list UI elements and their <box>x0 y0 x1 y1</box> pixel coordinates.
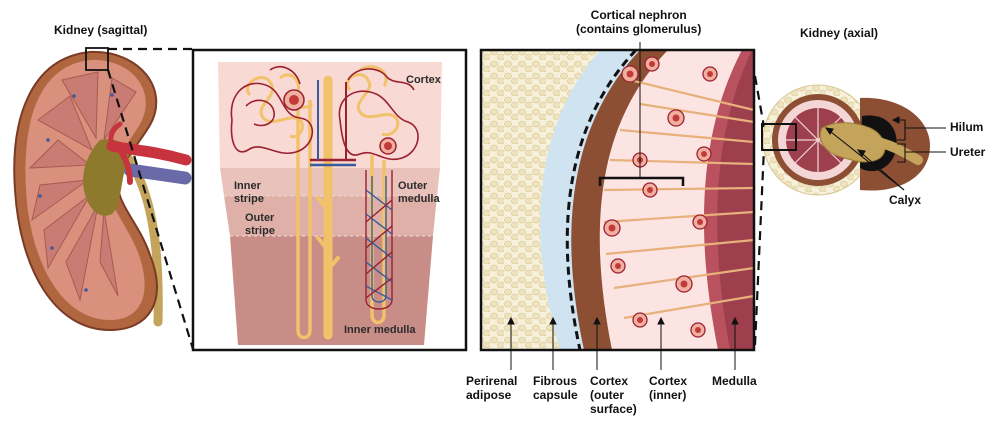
renal-pyramids <box>28 71 137 302</box>
label-fibrous-line1: Fibrous <box>533 374 577 388</box>
nephron-zoom-panel <box>191 48 468 352</box>
renal-pelvis <box>83 139 129 216</box>
label-cortical-nephron-line1: Cortical nephron <box>590 8 687 22</box>
label-outer-stripe-line2: stripe <box>245 225 275 237</box>
label-cortical-nephron-line2: (contains glomerulus) <box>576 22 702 36</box>
label-fibrous-line2: capsule <box>533 388 578 402</box>
cortex-section-panel <box>479 48 756 352</box>
label-cortex-outer-surface: Cortex (outer surface) <box>590 374 637 416</box>
proximal-tubule-right <box>346 65 400 137</box>
label-cortex-outer-line1: Cortex <box>590 374 629 388</box>
glomeruli <box>283 89 397 155</box>
label-outer-medulla: Outer medulla <box>398 180 440 206</box>
label-cortex-inner-line2: (inner) <box>649 388 687 402</box>
label-perirenal-line1: Perirenal <box>466 374 518 388</box>
label-cortex-inner-line1: Cortex <box>649 374 688 388</box>
label-inner-stripe: Inner stripe <box>234 180 264 206</box>
vasa-recta <box>365 170 393 310</box>
label-cortical-nephron: Cortical nephron (contains glomerulus) <box>576 8 701 36</box>
label-inner-stripe-line1: Inner <box>234 180 261 192</box>
right-panel-pointers <box>507 42 739 370</box>
label-hilum: Hilum <box>950 120 984 134</box>
label-cortex-outer-line3: surface) <box>590 402 637 416</box>
label-cortex-inner: Cortex (inner) <box>649 374 687 402</box>
label-cortex-outer-line2: (outer <box>590 388 624 402</box>
label-outer-stripe-line1: Outer <box>245 212 275 224</box>
nephron-panel-frame <box>191 48 468 352</box>
sagittal-zoom-box <box>85 47 109 71</box>
zoom-connector-lines <box>106 47 766 350</box>
label-ureter: Ureter <box>950 145 986 159</box>
axial-pointers <box>824 116 946 191</box>
label-outer-medulla-line1: Outer <box>398 180 428 192</box>
label-zone-cortex: Cortex <box>406 74 441 86</box>
label-outer-medulla-line2: medulla <box>398 193 440 205</box>
label-outer-stripe: Outer stripe <box>245 212 275 238</box>
label-kidney-sagittal: Kidney (sagittal) <box>54 23 148 37</box>
label-perirenal-line2: adipose <box>466 388 512 402</box>
nephron-bracket <box>598 176 685 186</box>
axial-zoom-box <box>761 123 797 151</box>
label-medulla: Medulla <box>712 374 757 388</box>
label-kidney-axial: Kidney (axial) <box>800 26 879 40</box>
axial-ureter <box>865 135 923 165</box>
cortex-panel-frame <box>479 48 756 352</box>
label-perirenal-adipose: Perirenal adipose <box>466 374 517 402</box>
label-calyx: Calyx <box>889 193 922 207</box>
label-inner-stripe-line2: stripe <box>234 193 264 205</box>
peritubular-capillaries <box>230 66 419 161</box>
fibrous-capsule-band <box>540 50 640 350</box>
axial-calyx <box>819 122 886 163</box>
axial-kidney <box>761 84 930 196</box>
sagittal-kidney <box>13 47 192 332</box>
label-inner-medulla: Inner medulla <box>344 324 416 336</box>
label-fibrous-capsule: Fibrous capsule <box>533 374 578 402</box>
sagittal-vessel-dots <box>38 93 114 292</box>
